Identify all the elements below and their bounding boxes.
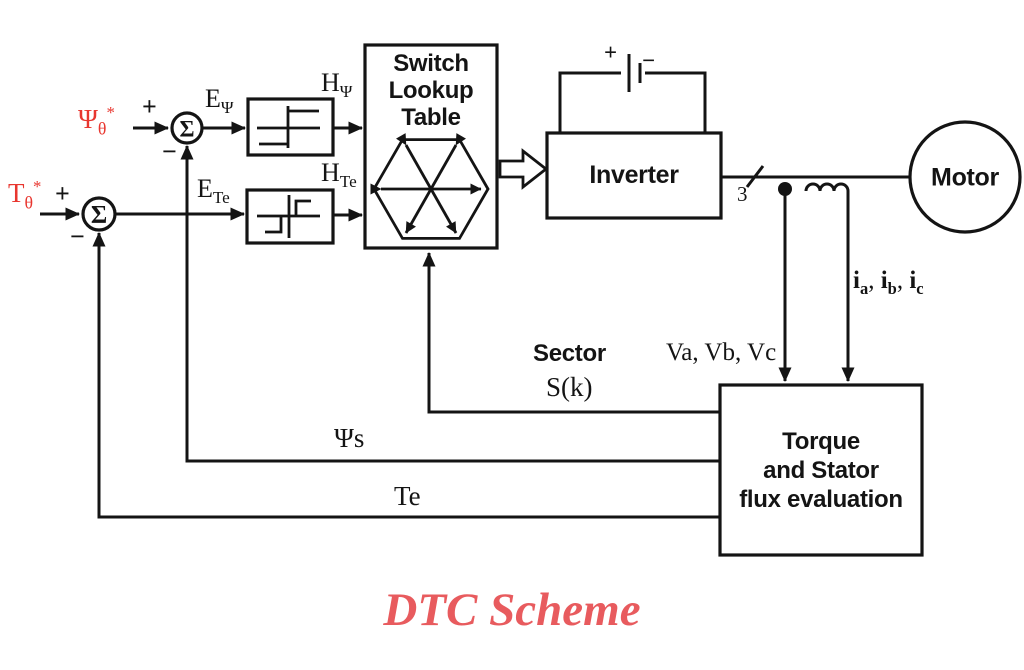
flux-reference-label: Ψθ* [78,103,115,139]
battery-minus-sign: − [642,48,656,73]
evaluation-block-title: Torque and Stator flux evaluation [739,427,903,513]
sector-label: Sector [533,340,606,367]
torque-band-label: HTe [321,158,357,192]
dc-link-wires [558,71,707,133]
motor-label: Motor [931,163,999,192]
flux-error-label: EΨ [205,84,234,118]
torque-sum-plus-sign: + [55,179,70,208]
three-phase-slash [745,165,765,188]
flux-band-label: HΨ [321,68,353,102]
torque-error-label: ETe [197,174,230,208]
flux-summing-junction [170,111,204,145]
flux-sigma-symbol: Σ [179,116,195,142]
torque-reference-label: Tθ* [8,177,42,213]
current-sensor-coil-icon [804,182,850,192]
torque-sigma-symbol: Σ [90,201,108,229]
battery-plus-sign: + [604,40,618,65]
flux-sum-minus-sign: − [162,137,177,166]
inverter-block [545,131,723,220]
tap-junction-dot [778,182,792,196]
switch-lookup-table-title: Switch Lookup Table [388,50,474,131]
motor-circle [908,120,1022,234]
torque-feedback-label: Te [394,481,421,511]
torque-summing-junction [81,196,117,232]
sector-value-label: S(k) [546,372,593,402]
stator-flux-feedback-line [180,145,720,463]
phase-count-label: 3 [737,182,748,206]
currents-label: ia, ib, ic [853,267,924,298]
evaluation-block [718,383,924,557]
inverter-label: Inverter [589,161,679,189]
two-level-hysteresis-icon [257,106,320,148]
diagram-title: DTC Scheme [383,584,641,636]
stator-flux-label: Ψs [334,423,365,453]
voltages-label: Va, Vb, Vc [666,339,777,366]
flux-sum-plus-sign: + [142,92,157,121]
torque-feedback-line [92,232,720,519]
gate-signals-block-arrow-icon [498,148,549,190]
voltage-vector-hexagon-icon [370,133,490,240]
sector-feedback-line [422,252,720,414]
torque-sum-minus-sign: − [70,222,85,251]
three-level-hysteresis-icon [257,195,320,238]
